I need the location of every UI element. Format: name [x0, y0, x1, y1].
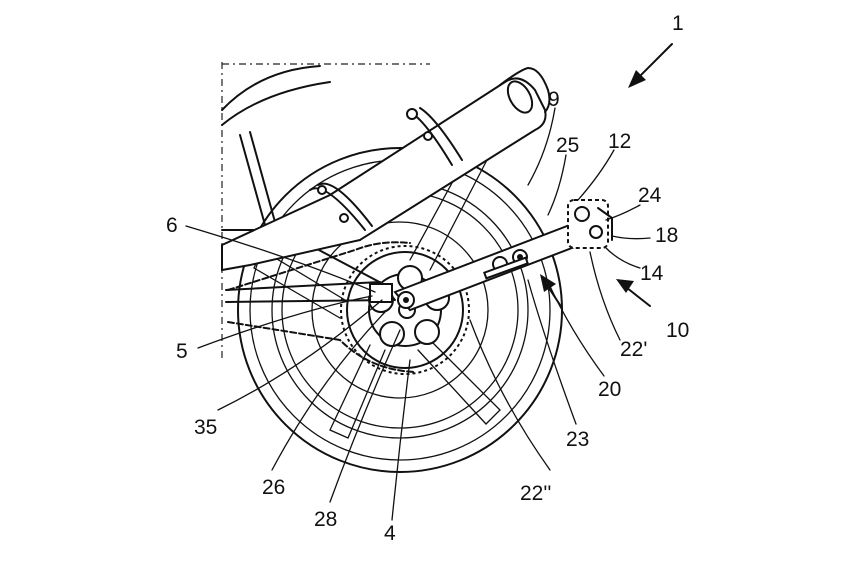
ref-label-12: 12 [608, 130, 631, 153]
ref-label-10: 10 [666, 319, 689, 342]
arrow-icon [616, 279, 651, 307]
ref-label-22-double-prime: 22'' [520, 482, 551, 505]
ref-label-18: 18 [655, 224, 678, 247]
ref-label-24: 24 [638, 184, 662, 207]
ref-label-9: 9 [548, 88, 560, 111]
drive-chain [227, 241, 416, 373]
foot-peg [567, 199, 613, 249]
arrow-icon [540, 274, 563, 309]
sprocket [340, 245, 470, 375]
ref-label-22-prime: 22' [620, 338, 647, 361]
ref-label-35: 35 [194, 416, 217, 439]
ref-label-20: 20 [598, 378, 621, 401]
ref-label-6: 6 [166, 214, 178, 237]
exhaust-muffler [221, 67, 551, 272]
ref-label-1: 1 [672, 12, 684, 35]
ref-label-4: 4 [384, 522, 396, 545]
ref-label-14: 14 [640, 262, 664, 285]
ref-label-26: 26 [262, 476, 285, 499]
ref-label-25: 25 [556, 134, 579, 157]
ref-label-23: 23 [566, 428, 589, 451]
ref-label-5: 5 [176, 340, 188, 363]
arrow-icon [628, 43, 673, 88]
leader-lines [185, 107, 651, 521]
ref-label-28: 28 [314, 508, 337, 531]
